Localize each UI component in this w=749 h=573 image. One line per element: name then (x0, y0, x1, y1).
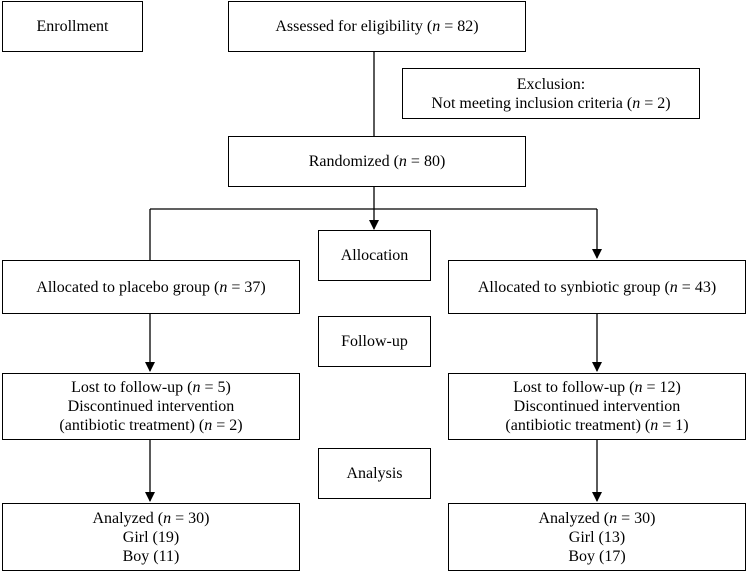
placebo-analyzed-box: Analyzed (n = 30) Girl (19) Boy (11) (2, 503, 300, 571)
placebo-analyzed-text: Analyzed (n = 30) (92, 509, 210, 527)
synbiotic-girl-text: Girl (13) (568, 528, 626, 546)
follow-up-label: Follow-up (318, 316, 431, 367)
placebo-antibiotic-text: (antibiotic treatment) (n = 2) (59, 417, 243, 434)
placebo-lost-text: Lost to follow-up (n = 5) (71, 379, 231, 396)
exclusion-title: Exclusion: (516, 75, 586, 93)
analysis-label: Analysis (318, 448, 431, 499)
synbiotic-allocated-box: Allocated to synbiotic group (n = 43) (448, 260, 746, 314)
enrollment-text: Enrollment (36, 18, 109, 35)
allocation-text: Allocation (340, 247, 409, 264)
placebo-allocated-text: Allocated to placebo group (n = 37) (36, 278, 266, 296)
synbiotic-boy-text: Boy (17) (568, 547, 626, 565)
placebo-girl-text: Girl (19) (122, 528, 180, 546)
analysis-text: Analysis (346, 465, 403, 482)
synbiotic-analyzed-text: Analyzed (n = 30) (538, 509, 656, 527)
synbiotic-lost-text: Lost to follow-up (n = 12) (513, 379, 681, 396)
follow-up-text: Follow-up (341, 333, 408, 350)
assessed-box: Assessed for eligibility (n = 82) (228, 1, 526, 52)
placebo-discontinued-text: Discontinued intervention (67, 398, 235, 415)
randomized-text: Randomized (n = 80) (308, 153, 446, 170)
synbiotic-analyzed-box: Analyzed (n = 30) Girl (13) Boy (17) (448, 503, 746, 571)
assessed-text: Assessed for eligibility (n = 82) (275, 18, 479, 35)
randomized-box: Randomized (n = 80) (228, 136, 526, 187)
synbiotic-followup-box: Lost to follow-up (n = 12) Discontinued … (448, 373, 746, 440)
synbiotic-antibiotic-text: (antibiotic treatment) (n = 1) (505, 417, 689, 434)
exclusion-criteria: Not meeting inclusion criteria (n = 2) (431, 94, 671, 112)
exclusion-box: Exclusion: Not meeting inclusion criteri… (402, 68, 700, 119)
placebo-boy-text: Boy (11) (122, 547, 180, 565)
placebo-followup-box: Lost to follow-up (n = 5) Discontinued i… (2, 373, 300, 440)
synbiotic-discontinued-text: Discontinued intervention (513, 398, 681, 415)
allocation-label: Allocation (318, 230, 431, 281)
placebo-allocated-box: Allocated to placebo group (n = 37) (2, 260, 300, 314)
enrollment-label: Enrollment (2, 1, 143, 52)
synbiotic-allocated-text: Allocated to synbiotic group (n = 43) (477, 278, 717, 296)
